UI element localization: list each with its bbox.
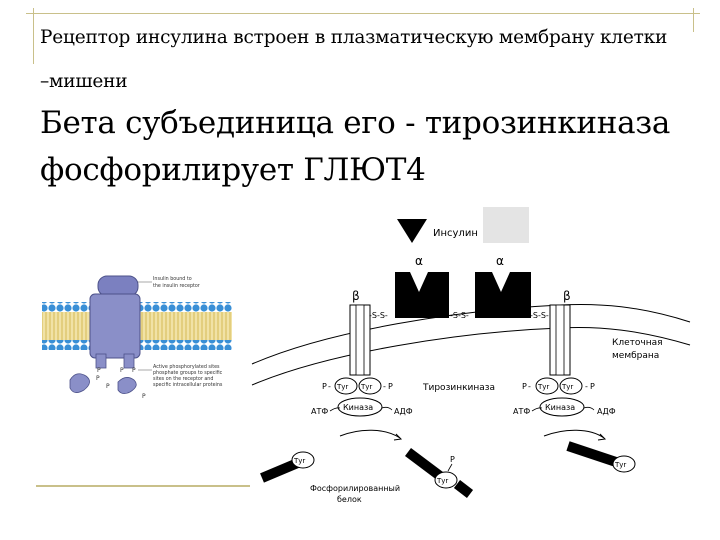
- membrane-outer-line: [251, 303, 691, 365]
- label-insulin-bound-1: Insulin bound to: [153, 276, 192, 282]
- tyr-label: Тyr: [561, 383, 573, 391]
- dash-label: -: [383, 382, 386, 391]
- atp-arrow-left: [329, 407, 341, 412]
- frame-right-line: [693, 8, 694, 32]
- adp-label-right: АДФ: [597, 407, 616, 416]
- beta-chain-left-inner: [355, 304, 365, 376]
- alpha-label-right: α: [496, 254, 504, 268]
- arrowhead-icon: [597, 433, 607, 441]
- p-left-tyr-label: P: [522, 382, 527, 391]
- adp-arrow-right: [583, 406, 595, 411]
- phosphate-marks: P P P P P P: [96, 367, 146, 400]
- label-active-1: Active phosphorylated sites: [153, 364, 220, 370]
- subtitle-line-1: Рецептор инсулина встроен в плазматическ…: [40, 27, 668, 48]
- heading-line-1: Бета субъединица его - тирозинкиназа: [40, 105, 671, 141]
- ss-bond-left: -S-S-: [369, 311, 388, 320]
- atp-label-left: АТФ: [311, 407, 328, 416]
- p-left-tyr-label: P: [322, 382, 327, 391]
- insulin-triangle-icon: [397, 219, 427, 243]
- phospho-protein-label-1: Фосфорилированный: [310, 484, 400, 493]
- p-mark: P: [120, 367, 124, 374]
- label-active-3: sites on the receptor and: [153, 376, 213, 382]
- membrane-label-2: мембрана: [612, 351, 659, 361]
- beta-label-left: β: [352, 289, 360, 303]
- beta-chain-right-inner: [555, 304, 565, 376]
- tyr-label: Тyr: [614, 461, 626, 469]
- gray-patch: [483, 207, 529, 243]
- phospho-protein-label-2: белок: [337, 495, 362, 504]
- heading-line-2: фосфорилирует ГЛЮТ4: [40, 152, 426, 188]
- substrate-protein-right: Тyr: [566, 441, 636, 473]
- beta-label-right: β: [563, 289, 571, 303]
- curved-arrow-left: [339, 429, 401, 439]
- p-mark: P: [132, 367, 136, 374]
- p-mark: P: [106, 383, 110, 390]
- subtitle-line-2: –мишени: [40, 71, 128, 92]
- arrowhead-icon: [393, 433, 403, 441]
- tyr-label: Тyr: [537, 383, 549, 391]
- membrane-inner-line: [251, 327, 691, 386]
- slide-subtitle: Рецептор инсулина встроен в плазматическ…: [40, 16, 700, 104]
- dash-label: -: [528, 382, 531, 391]
- tyr-label: Тyr: [436, 477, 448, 485]
- p-mark: P: [142, 393, 146, 400]
- tyr-circle-right-b: [559, 377, 583, 395]
- tyr-label: Тyr: [360, 383, 372, 391]
- kinase-label-right: Киназа: [545, 403, 575, 412]
- tyr-label: Тyr: [293, 457, 305, 465]
- slide-heading: Бета субъединица его - тирозинкиназа фос…: [40, 100, 700, 194]
- frame-bottom-line: [36, 485, 250, 487]
- substrate-protein-left: Тyr: [260, 451, 315, 483]
- kinase-domain-right: [539, 397, 585, 417]
- phospho-p-label: P: [450, 455, 455, 464]
- ss-bond-middle: -S-S-: [450, 311, 469, 320]
- kinase-domain-left: [337, 397, 383, 417]
- label-insulin-bound-2: the insulin receptor: [153, 283, 200, 289]
- atp-label-right: АТФ: [513, 407, 530, 416]
- frame-left-line: [33, 8, 34, 64]
- p-mark: P: [97, 367, 101, 374]
- p-right-tyr-label: P: [388, 382, 393, 391]
- atp-arrow-right: [531, 407, 543, 412]
- curved-arrow-right: [543, 429, 605, 439]
- tyr-circle-right-a: [535, 377, 559, 395]
- alpha-subunit-left: [395, 272, 449, 318]
- receptor-protein: [69, 275, 141, 394]
- tyr-label: Тyr: [336, 383, 348, 391]
- adp-label-left: АДФ: [394, 407, 413, 416]
- receptor-labels: Insulin bound to the insulin receptor Ac…: [138, 276, 223, 388]
- substrate-protein-phospho: Тyr P: [405, 448, 474, 498]
- insulin-label: Инсулин: [433, 228, 478, 239]
- membrane-label-1: Клеточная: [612, 338, 663, 348]
- tyr-circle-left-b: [358, 377, 382, 395]
- dash-label: -: [328, 382, 331, 391]
- dash-label: -: [585, 382, 588, 391]
- alpha-label-left: α: [415, 254, 423, 268]
- tyrosine-kinase-label: Тирозинкиназа: [422, 383, 495, 393]
- alpha-subunit-right: [475, 272, 531, 318]
- tyr-circle-left-a: [334, 377, 358, 395]
- frame-top-line: [26, 13, 700, 14]
- kinase-label-left: Киназа: [343, 403, 373, 412]
- p-right-tyr-label: P: [590, 382, 595, 391]
- label-active-2: phosphate groups to specific: [153, 370, 223, 376]
- label-active-4: specific intracellular proteins: [153, 382, 223, 388]
- ss-bond-right: -S-S-: [530, 311, 549, 320]
- p-mark: P: [96, 375, 100, 382]
- adp-arrow-left: [381, 406, 393, 411]
